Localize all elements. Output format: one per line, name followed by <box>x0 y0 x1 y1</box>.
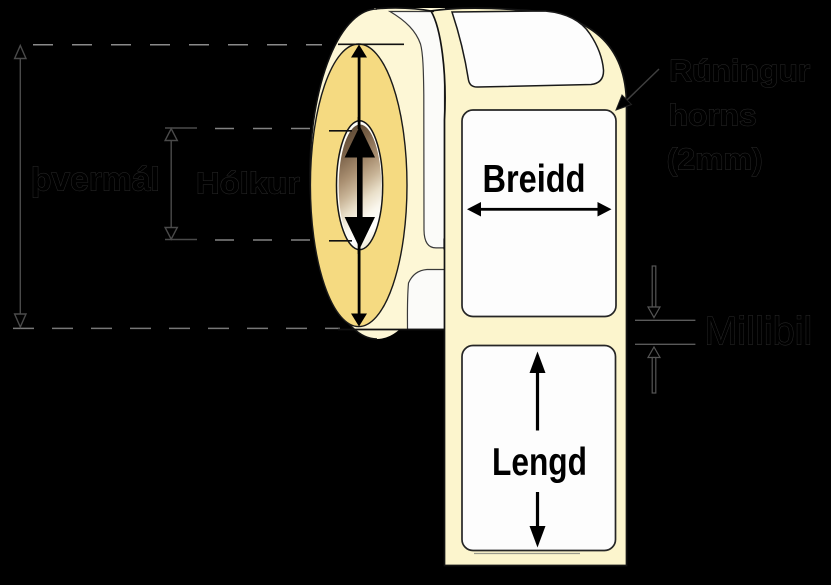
svg-text:Millibil: Millibil <box>704 309 812 353</box>
svg-text:horns: horns <box>669 98 757 133</box>
svg-text:þvermál: þvermál <box>31 160 160 197</box>
svg-text:Rúningur: Rúningur <box>669 53 810 88</box>
svg-text:(2mm): (2mm) <box>667 142 763 177</box>
svg-text:Breidd: Breidd <box>483 158 586 201</box>
svg-text:Lengd: Lengd <box>492 441 587 484</box>
svg-text:Hólkur: Hólkur <box>196 165 300 200</box>
